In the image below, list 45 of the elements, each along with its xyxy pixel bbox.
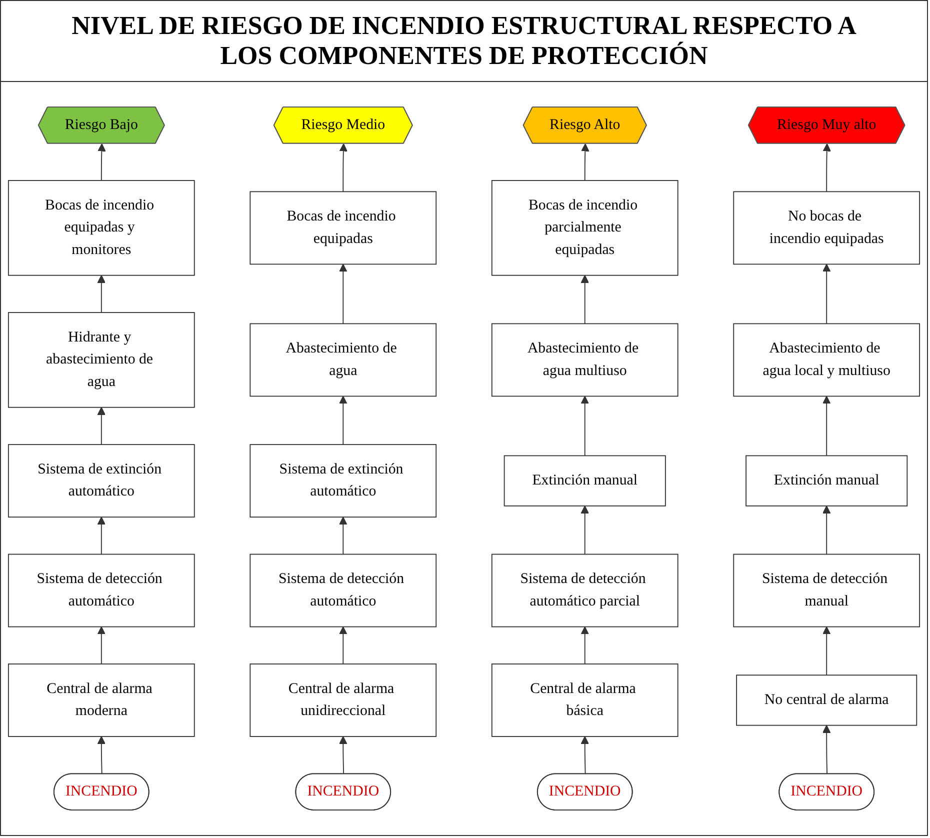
- arrow: [339, 736, 348, 775]
- node-box: No central de alarma: [736, 674, 918, 726]
- arrow: [97, 516, 106, 555]
- arrow: [822, 264, 831, 324]
- arrow: [822, 143, 831, 192]
- node-box: Bocas de incendio equipadas: [250, 191, 437, 265]
- arrow: [339, 626, 348, 664]
- node-box: Sistema de detección automático parcial: [491, 554, 678, 628]
- arrow: [97, 626, 106, 664]
- arrow: [339, 396, 348, 446]
- arrow: [580, 274, 589, 324]
- arrow: [339, 264, 348, 324]
- arrow: [339, 143, 348, 192]
- node-box: Sistema de extinción automático: [250, 444, 437, 518]
- arrow: [98, 143, 106, 181]
- node-box: Bocas de incendio parcialmente equipadas: [491, 180, 678, 276]
- diagram-title: NIVEL DE RIESGO DE INCENDIO ESTRUCTURAL RESPECTO A LOS COMPONENTES DE PROTECCIÓN: [1, 1, 927, 82]
- node-box: Extinción manual: [746, 455, 908, 506]
- arrow: [822, 724, 831, 775]
- arrow: [97, 736, 106, 775]
- node-box: Abastecimiento de agua multiuso: [491, 323, 678, 397]
- node-box: Bocas de incendio equipadas y monitores: [8, 180, 195, 276]
- node-box: Hidrante y abastecimiento de agua: [8, 312, 195, 408]
- arrow: [822, 626, 831, 676]
- arrow: [580, 626, 589, 664]
- node-box: No bocas de incendio equipadas: [733, 191, 920, 265]
- node-box: Sistema de extinción automático: [8, 444, 195, 518]
- node-box: Extinción manual: [504, 455, 666, 506]
- arrow: [822, 396, 831, 456]
- arrow: [822, 506, 831, 555]
- node-box: Abastecimiento de agua: [250, 323, 437, 397]
- arrow: [580, 736, 589, 775]
- arrow: [581, 143, 590, 181]
- arrow: [339, 516, 348, 555]
- node-box: Central de alarma básica: [491, 664, 678, 737]
- arrow: [97, 274, 106, 313]
- arrow: [97, 407, 106, 446]
- node-box: Sistema de detección manual: [733, 554, 920, 628]
- node-box: Abastecimiento de agua local y multiuso: [733, 323, 920, 397]
- node-box: Sistema de detección automático: [8, 554, 195, 628]
- node-box: Sistema de detección automático: [250, 554, 437, 628]
- node-box: Central de alarma unidireccional: [250, 664, 437, 737]
- arrow: [580, 506, 589, 555]
- arrow: [580, 396, 589, 456]
- node-box: Central de alarma moderna: [8, 664, 195, 737]
